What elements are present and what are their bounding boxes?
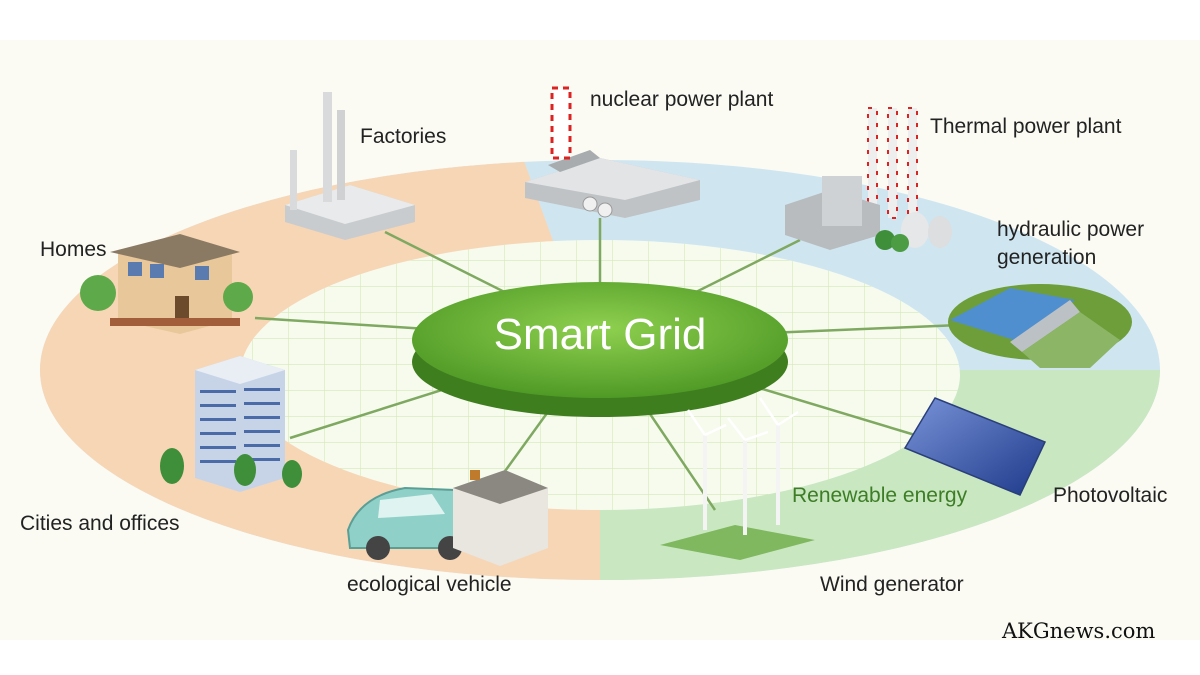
smart-grid-title: Smart Grid xyxy=(493,310,707,359)
label-hydraulic-line2: generation xyxy=(997,246,1097,269)
hub-top xyxy=(412,282,788,398)
ecological-vehicle-icon xyxy=(346,470,548,566)
cities-offices-icon xyxy=(160,356,302,492)
label-wind-generator: Wind generator xyxy=(820,573,964,596)
factories-icon xyxy=(285,92,415,240)
nuclear-plant-icon xyxy=(525,86,700,218)
homes-icon xyxy=(80,234,253,334)
smart-grid-hub xyxy=(412,282,788,417)
wind-generator-icon xyxy=(660,397,815,560)
label-homes: Homes xyxy=(40,238,107,261)
thermal-plant-icon xyxy=(785,107,952,252)
photovoltaic-icon xyxy=(903,397,1047,496)
hydraulic-dam-icon xyxy=(948,284,1132,368)
label-cities-and-offices: Cities and offices xyxy=(20,512,180,535)
label-nuclear-power-plant: nuclear power plant xyxy=(590,88,774,111)
watermark: AKGnews.com xyxy=(1002,619,1156,643)
label-renewable-energy: Renewable energy xyxy=(792,484,968,507)
label-ecological-vehicle: ecological vehicle xyxy=(347,573,512,596)
label-thermal-power-plant: Thermal power plant xyxy=(930,115,1122,138)
label-hydraulic-line1: hydraulic power xyxy=(997,218,1145,241)
label-factories: Factories xyxy=(360,125,447,148)
label-photovoltaic: Photovoltaic xyxy=(1053,484,1168,507)
